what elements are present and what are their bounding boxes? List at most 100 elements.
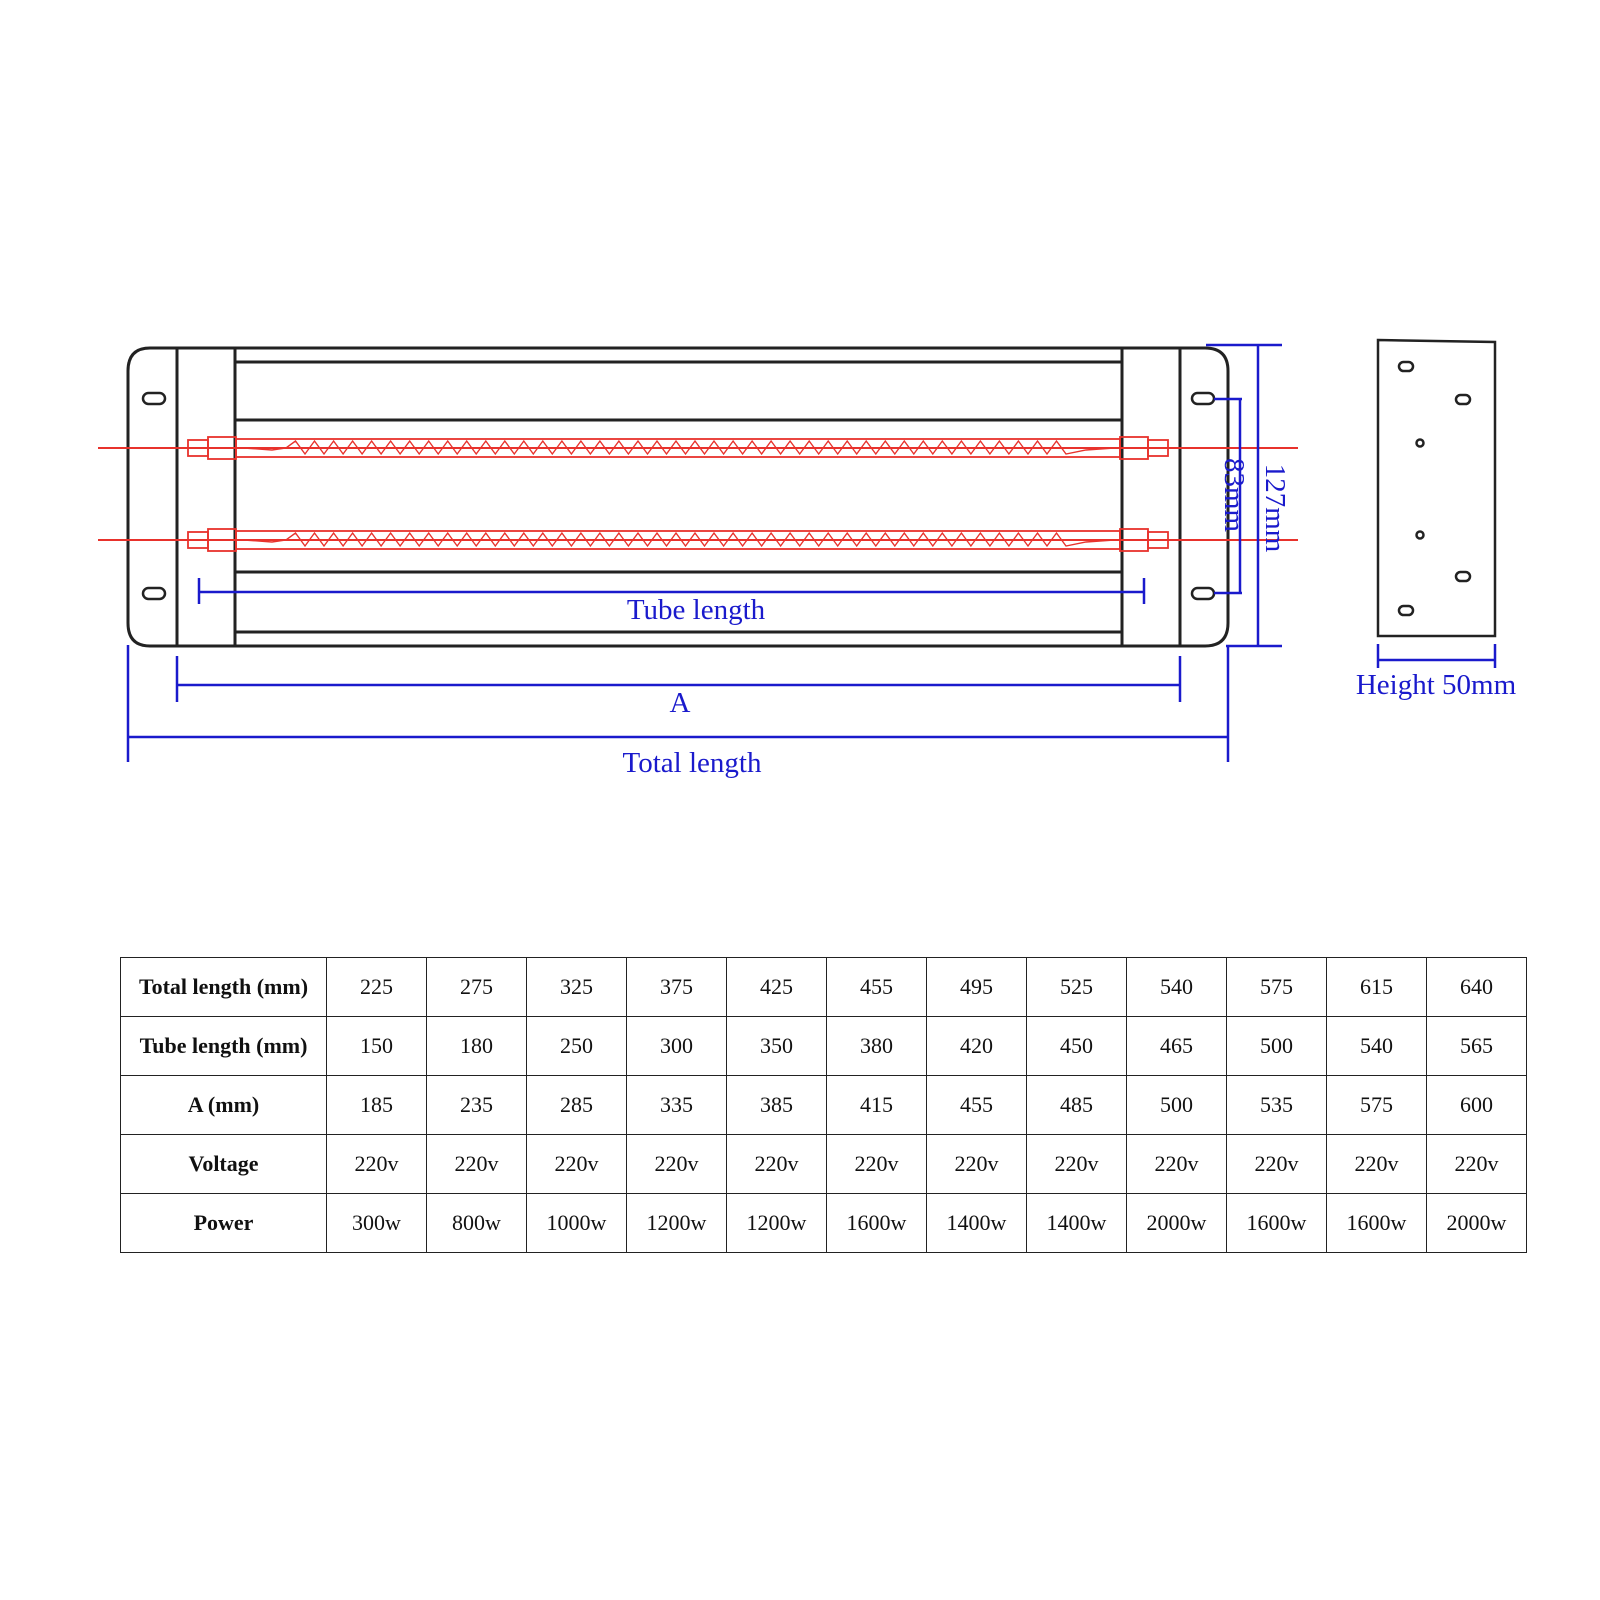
mounting-slot <box>141 391 167 406</box>
table-cell: 600 <box>1426 1075 1527 1135</box>
table-cell: 575 <box>1326 1075 1427 1135</box>
table-cell: 525 <box>1026 957 1127 1017</box>
table-cell: 220v <box>1126 1134 1227 1194</box>
table-cell: 455 <box>926 1075 1027 1135</box>
mounting-slot <box>1190 586 1216 601</box>
table-cell: 425 <box>726 957 827 1017</box>
side-view-slot <box>1454 570 1472 583</box>
table-cell: 220v <box>1226 1134 1327 1194</box>
table-cell: 800w <box>426 1193 527 1253</box>
table-cell: 455 <box>826 957 927 1017</box>
side-view-hole <box>1415 438 1425 448</box>
table-cell: 225 <box>326 957 427 1017</box>
end-cap <box>207 528 237 552</box>
table-cell: 275 <box>426 957 527 1017</box>
side-view-outline <box>1376 338 1497 638</box>
side-view-slot <box>1397 360 1415 373</box>
table-cell: 335 <box>626 1075 727 1135</box>
table-cell: 250 <box>526 1016 627 1076</box>
table-cell: 485 <box>1026 1075 1127 1135</box>
side-view-slot <box>1454 393 1472 406</box>
table-cell: 500 <box>1226 1016 1327 1076</box>
table-cell: 1400w <box>1026 1193 1127 1253</box>
table-cell: 1200w <box>726 1193 827 1253</box>
table-cell: 565 <box>1426 1016 1527 1076</box>
table-cell: 540 <box>1126 957 1227 1017</box>
outer-height-label: 127mm <box>1259 464 1291 553</box>
filament-coil <box>243 531 1115 548</box>
table-cell: 285 <box>526 1075 627 1135</box>
table-cell: 220v <box>1026 1134 1127 1194</box>
table-cell: 325 <box>526 957 627 1017</box>
row-header: Power <box>120 1193 327 1253</box>
table-cell: 495 <box>926 957 1027 1017</box>
table-cell: 300w <box>326 1193 427 1253</box>
mounting-slot <box>141 586 167 601</box>
table-cell: 220v <box>1326 1134 1427 1194</box>
table-cell: 615 <box>1326 957 1427 1017</box>
mounting-slots <box>141 391 1216 601</box>
row-header: Total length (mm) <box>120 957 327 1017</box>
table-cell: 465 <box>1126 1016 1227 1076</box>
table-cell: 220v <box>326 1134 427 1194</box>
table-cell: 1600w <box>1326 1193 1427 1253</box>
table-cell: 180 <box>426 1016 527 1076</box>
side-view-slot <box>1397 604 1415 617</box>
heating-tubes <box>98 436 1298 552</box>
a-label: A <box>670 687 691 719</box>
dimension-lines <box>126 343 1497 762</box>
table-cell: 220v <box>426 1134 527 1194</box>
row-header: A (mm) <box>120 1075 327 1135</box>
table-cell: 220v <box>626 1134 727 1194</box>
table-cell: 220v <box>726 1134 827 1194</box>
table-cell: 300 <box>626 1016 727 1076</box>
table-cell: 220v <box>826 1134 927 1194</box>
table-cell: 640 <box>1426 957 1527 1017</box>
table-cell: 1600w <box>1226 1193 1327 1253</box>
end-cap <box>207 436 237 460</box>
height-label: Height 50mm <box>1356 669 1517 701</box>
table-cell: 380 <box>826 1016 927 1076</box>
table-cell: 185 <box>326 1075 427 1135</box>
end-cap <box>1147 531 1169 549</box>
table-cell: 150 <box>326 1016 427 1076</box>
table-cell: 500 <box>1126 1075 1227 1135</box>
side-view-hole <box>1415 530 1425 540</box>
table-cell: 2000w <box>1126 1193 1227 1253</box>
filament-coil <box>243 439 1115 456</box>
table-cell: 1000w <box>526 1193 627 1253</box>
table-cell: 350 <box>726 1016 827 1076</box>
mounting-slot <box>1190 391 1216 406</box>
tube-length-label: Tube length <box>627 594 766 626</box>
heater-drawing: Tube length A Total length Height 50mm 8… <box>98 338 1517 779</box>
table-cell: 540 <box>1326 1016 1427 1076</box>
total-length-label: Total length <box>623 747 762 779</box>
table-cell: 535 <box>1226 1075 1327 1135</box>
table-cell: 1400w <box>926 1193 1027 1253</box>
table-cell: 1600w <box>826 1193 927 1253</box>
table-cell: 575 <box>1226 957 1327 1017</box>
table-cell: 220v <box>926 1134 1027 1194</box>
table-cell: 220v <box>1426 1134 1527 1194</box>
housing-outline <box>126 346 1230 648</box>
table-cell: 375 <box>626 957 727 1017</box>
side-view <box>1376 338 1497 638</box>
heater-housing <box>126 346 1230 648</box>
end-cap <box>1147 439 1169 457</box>
table-cell: 2000w <box>1426 1193 1527 1253</box>
table-cell: 385 <box>726 1075 827 1135</box>
row-header: Voltage <box>120 1134 327 1194</box>
table-cell: 420 <box>926 1016 1027 1076</box>
table-cell: 220v <box>526 1134 627 1194</box>
table-cell: 235 <box>426 1075 527 1135</box>
table-cell: 450 <box>1026 1016 1127 1076</box>
table-cell: 1200w <box>626 1193 727 1253</box>
table-cell: 415 <box>826 1075 927 1135</box>
inner-spacing-label: 83mm <box>1218 458 1250 533</box>
